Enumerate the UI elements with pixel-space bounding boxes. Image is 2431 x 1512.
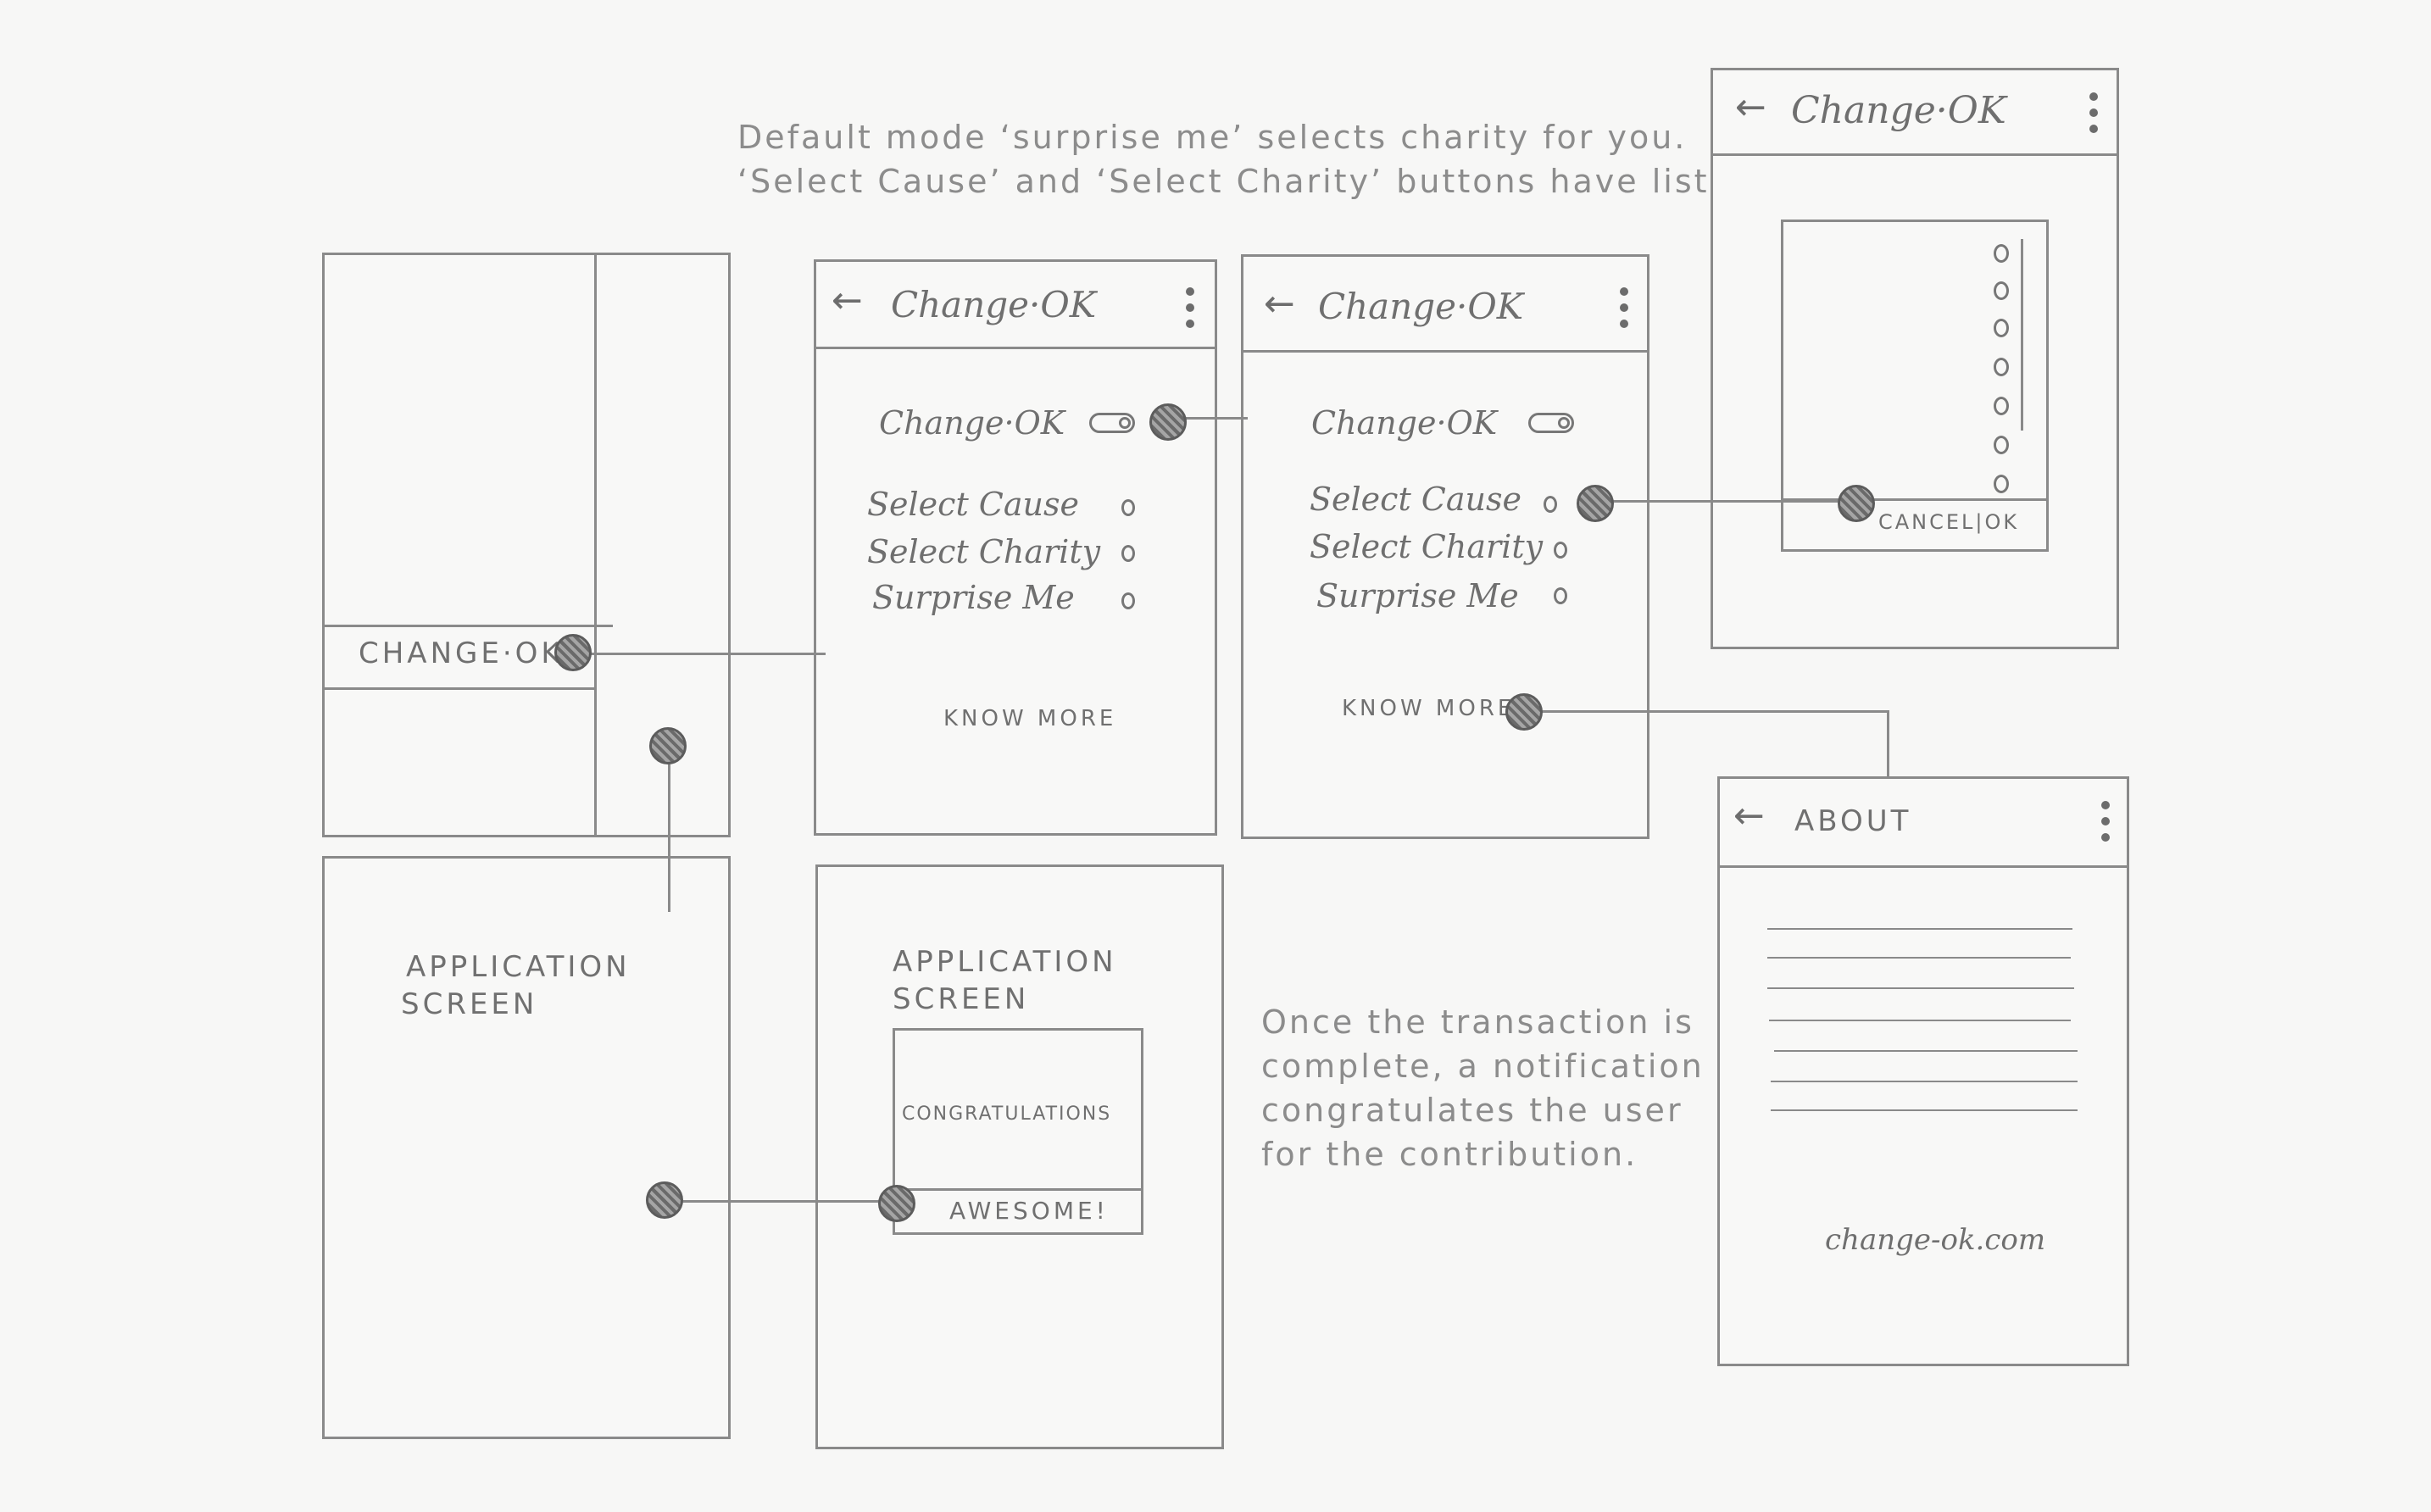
radio-icon[interactable]: [1544, 496, 1557, 513]
know-more-link[interactable]: KNOW MORE: [943, 706, 1117, 731]
app-bar-rule: [1713, 153, 2117, 156]
radio-icon[interactable]: [1121, 499, 1135, 516]
dialog-cancel-ok-buttons[interactable]: CANCEL|OK: [1878, 510, 2020, 534]
note-bottom-line4: for the contribution.: [1261, 1136, 1638, 1173]
about-text-line: [1767, 987, 2074, 989]
note-bottom-line3: congratulates the user: [1261, 1092, 1683, 1129]
list-dialog: CANCEL|OK: [1781, 220, 2049, 552]
app-bar-rule: [816, 347, 1215, 349]
congratulations-dialog: CONGRATULATIONS AWESOME!: [893, 1028, 1143, 1235]
connector-home-to-settings: [587, 653, 826, 655]
more-vert-icon[interactable]: [2089, 92, 2098, 141]
about-text-line: [1769, 1020, 2071, 1021]
tap-indicator-icon: [1577, 485, 1614, 522]
dialog-action-rule: [895, 1188, 1141, 1191]
radio-icon[interactable]: [1994, 475, 2009, 493]
select-cause-label: Select Cause: [1310, 481, 1521, 518]
wireframe-application-screen: APPLICATION SCREEN: [322, 856, 731, 1439]
app-bar-rule: [1243, 350, 1647, 353]
drawer-divider: [594, 255, 597, 835]
wireframe-settings-screen: ← Change·OK Change·OK Select Cause Selec…: [814, 259, 1217, 836]
surprise-me-label: Surprise Me: [1316, 577, 1519, 614]
radio-icon[interactable]: [1994, 358, 2009, 376]
about-url[interactable]: change-ok.com: [1825, 1223, 2046, 1257]
toggle-icon[interactable]: [1089, 413, 1135, 433]
app-bar-rule: [1720, 865, 2127, 868]
drawer-item-bottom-rule: [325, 687, 594, 690]
dialog-scrollbar[interactable]: [2021, 239, 2023, 431]
connector-drawer-to-app: [668, 746, 670, 912]
radio-icon[interactable]: [1994, 397, 2009, 415]
about-text-line: [1774, 1050, 2078, 1052]
select-cause-label: Select Cause: [867, 486, 1079, 523]
note-top-line1: Default mode ‘surprise me’ selects chari…: [737, 119, 1688, 156]
list-screen-title: Change·OK: [1791, 89, 2006, 132]
more-vert-icon[interactable]: [1186, 287, 1194, 336]
notify-screen-label-line1: APPLICATION: [893, 945, 1117, 979]
radio-icon[interactable]: [1554, 542, 1567, 559]
about-title: ABOUT: [1794, 804, 1912, 838]
about-text-line: [1771, 1081, 2078, 1082]
dialog-action-rule: [1783, 498, 2046, 501]
back-arrow-icon[interactable]: ←: [1735, 86, 1766, 129]
tap-indicator-icon: [878, 1185, 915, 1222]
connector-knowmore-to-about-v: [1887, 710, 1889, 778]
wireframe-notification-screen: APPLICATION SCREEN CONGRATULATIONS AWESO…: [815, 864, 1224, 1449]
drawer-item-top-rule: [325, 625, 613, 627]
wireframe-about-screen: ← ABOUT change-ok.com: [1717, 776, 2129, 1366]
about-text-line: [1767, 928, 2072, 930]
wireframe-list-dialog-screen: ← Change·OK CANCEL|OK: [1711, 68, 2119, 649]
back-arrow-icon[interactable]: ←: [832, 279, 863, 322]
tap-indicator-icon: [649, 727, 687, 764]
about-text-line: [1771, 1109, 2078, 1111]
tap-indicator-icon: [1505, 693, 1543, 731]
connector-cause-to-list: [1594, 500, 1844, 503]
radio-icon[interactable]: [1994, 436, 2009, 454]
app-screen-label-line1: APPLICATION: [406, 950, 631, 984]
connector-app-to-notify: [663, 1200, 900, 1203]
note-bottom-line2: complete, a notification: [1261, 1048, 1705, 1085]
tap-indicator-icon: [554, 634, 592, 671]
about-text-line: [1767, 957, 2071, 959]
tap-indicator-icon: [1149, 403, 1187, 441]
radio-icon[interactable]: [1121, 545, 1135, 562]
awesome-button[interactable]: AWESOME!: [949, 1197, 1109, 1225]
drawer-item-change-ok[interactable]: CHANGE·OK: [359, 636, 564, 670]
settings-title: Change·OK: [891, 284, 1097, 325]
toggle-label: Change·OK: [1311, 404, 1498, 442]
radio-icon[interactable]: [1994, 244, 2009, 263]
wireframe-home-screen: CHANGE·OK: [322, 253, 731, 837]
back-arrow-icon[interactable]: ←: [1733, 794, 1765, 837]
radio-icon[interactable]: [1121, 592, 1135, 609]
know-more-link[interactable]: KNOW MORE: [1342, 696, 1516, 721]
connector-toggle: [1183, 417, 1248, 420]
select-charity-label: Select Charity: [867, 533, 1101, 570]
wireframe-settings-screen-2: ← Change·OK Change·OK Select Cause Selec…: [1241, 254, 1649, 839]
toggle-label: Change·OK: [879, 404, 1065, 442]
note-bottom-line1: Once the transaction is: [1261, 1003, 1694, 1041]
notify-screen-label-line2: SCREEN: [893, 982, 1030, 1016]
back-arrow-icon[interactable]: ←: [1264, 282, 1295, 325]
surprise-me-label: Surprise Me: [872, 579, 1075, 616]
app-screen-label-line2: SCREEN: [401, 987, 538, 1021]
connector-knowmore-to-about: [1531, 710, 1889, 713]
select-charity-label: Select Charity: [1310, 528, 1544, 565]
note-top-line2: ‘Select Cause’ and ‘Select Charity’ butt…: [737, 163, 1742, 200]
toggle-icon[interactable]: [1528, 413, 1574, 433]
settings-title: Change·OK: [1318, 286, 1524, 327]
more-vert-icon[interactable]: [1620, 287, 1628, 336]
radio-icon[interactable]: [1994, 319, 2009, 337]
congratulations-message: CONGRATULATIONS: [902, 1103, 1112, 1125]
tap-indicator-icon: [1838, 485, 1875, 522]
tap-indicator-icon: [646, 1181, 683, 1219]
radio-icon[interactable]: [1994, 281, 2009, 300]
more-vert-icon[interactable]: [2101, 801, 2110, 849]
radio-icon[interactable]: [1554, 587, 1567, 604]
